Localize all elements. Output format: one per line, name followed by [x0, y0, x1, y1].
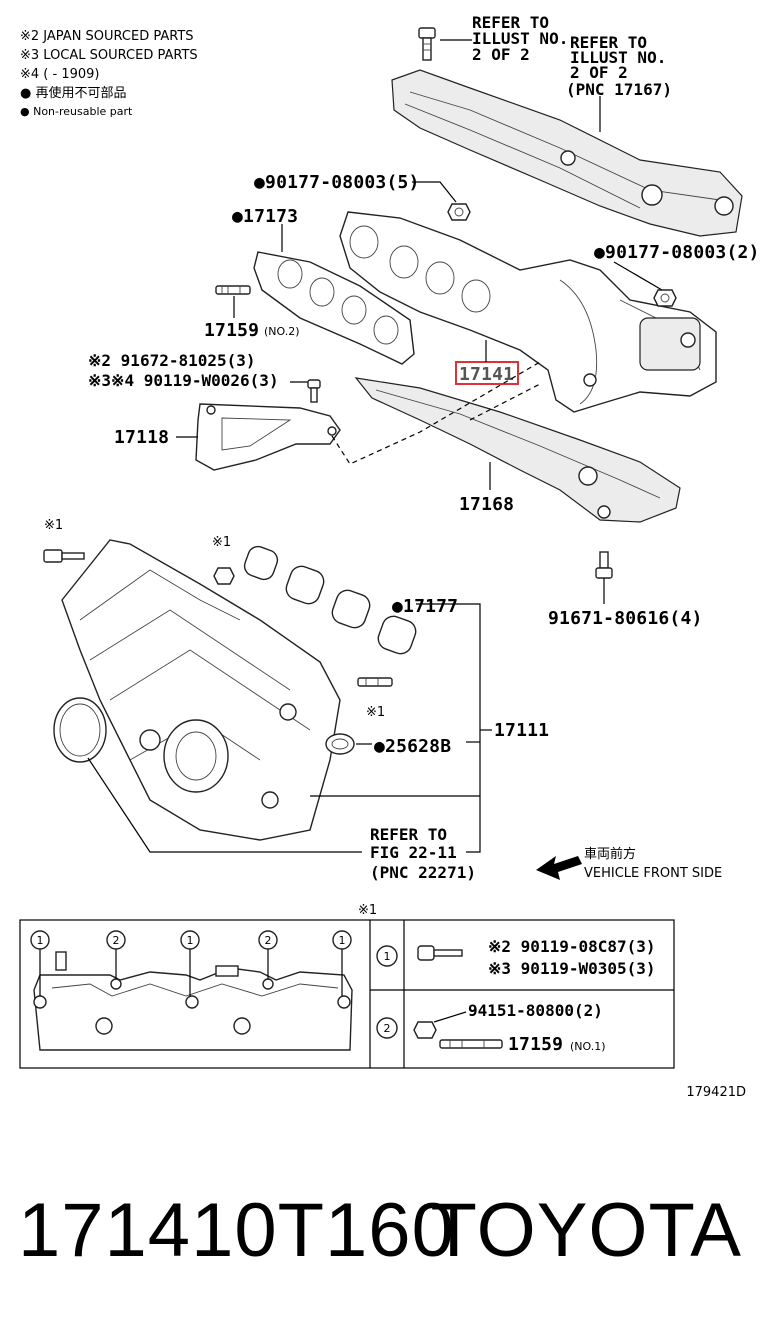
label-bolt-91672: ※2 91672-81025(3)	[88, 351, 256, 370]
label-stud-17159: 17159	[204, 320, 259, 341]
detail-table	[19, 919, 675, 1069]
lower-heat-insulator-illustration	[354, 377, 681, 523]
callout-1a: 1	[37, 934, 44, 947]
label-gasket-17177: ●17177	[392, 596, 458, 617]
row2-circle: 2	[384, 1022, 391, 1035]
ref-illust2-l1: REFER TO	[570, 33, 647, 52]
mark-x1-a: ※1	[44, 518, 63, 533]
row2-part-b: 17159	[508, 1034, 563, 1055]
callout-2b: 2	[265, 934, 272, 947]
upper-heat-insulator-illustration	[391, 69, 743, 237]
callout-1b: 1	[187, 934, 194, 947]
label-bracket-17118: 17118	[114, 427, 169, 448]
ref-fig-l2: FIG 22-11	[370, 843, 457, 862]
legend-local: ※3 LOCAL SOURCED PARTS	[20, 48, 198, 63]
mark-x1-c: ※1	[366, 705, 385, 720]
row1-part-a: ※2 90119-08C87(3)	[488, 937, 656, 956]
label-manifold-17141: 17141	[459, 364, 514, 385]
exhaust-manifold-illustration	[339, 211, 717, 413]
small-gasket-illustration	[325, 733, 355, 755]
mark-x1-b: ※1	[212, 535, 231, 550]
label-gasket-25628b: ●25628B	[374, 736, 451, 757]
legend-nonreuse-jp: ● 再使用不可部品	[20, 85, 126, 101]
legend: ※2 JAPAN SOURCED PARTS ※3 LOCAL SOURCED …	[20, 29, 198, 118]
label-nut-right: ●90177-08003(2)	[594, 242, 760, 263]
bracket-illustration	[195, 403, 341, 471]
nut-top-icon	[447, 203, 471, 221]
row2-part-b-note: (NO.1)	[570, 1040, 606, 1053]
throttle-gasket-illustration	[53, 697, 107, 763]
ref-fig-l1: REFER TO	[370, 825, 447, 844]
ref-illust2-l4: (PNC 17167)	[566, 80, 672, 99]
ref-fig-l3: (PNC 22271)	[370, 863, 476, 882]
front-direction-arrow-icon	[536, 856, 582, 880]
row1-circle: 1	[384, 950, 391, 963]
row2-stud-icon	[439, 1039, 503, 1049]
bolt-small-icon	[307, 379, 321, 403]
callout-1c: 1	[339, 934, 346, 947]
label-bolt-91671: 91671-80616(4)	[548, 608, 703, 629]
exhaust-gasket-illustration	[253, 251, 415, 365]
label-stud-17159-note: (NO.2)	[264, 325, 300, 338]
bolt-91671-icon	[595, 551, 613, 579]
illustration-id: 179421D	[686, 1085, 746, 1100]
callout-markers: 1 2 1 2 1	[30, 930, 352, 996]
direction-en: VEHICLE FRONT SIDE	[584, 866, 722, 881]
legend-date: ※4 ( - 1909)	[20, 67, 99, 82]
label-nut-top: ●90177-08003(5)	[254, 172, 420, 193]
flange-gasket-illustration	[33, 951, 353, 1051]
label-intake-17111: 17111	[494, 720, 549, 741]
label-insulator-17168: 17168	[459, 494, 514, 515]
row1-part-b: ※3 90119-W0305(3)	[488, 959, 656, 978]
row2-part-a: 94151-80800(2)	[468, 1001, 603, 1020]
stud-icon	[215, 285, 251, 295]
intake-stud-icon	[357, 677, 393, 687]
footer-brand: TOYOTA	[431, 1188, 742, 1273]
intake-gasket-illustration	[243, 545, 417, 655]
ref-illust2-l2: ILLUST NO.	[570, 48, 666, 67]
top-bolt-icon	[418, 27, 472, 61]
legend-japan: ※2 JAPAN SOURCED PARTS	[20, 29, 194, 44]
label-gasket-17173: ●17173	[232, 206, 298, 227]
legend-nonreuse-en: ● Non-reusable part	[20, 105, 133, 118]
callout-2a: 2	[113, 934, 120, 947]
label-bolt-90119: ※3※4 90119-W0026(3)	[88, 371, 279, 390]
footer-part-number: 171410T160	[18, 1188, 455, 1273]
row2-nut-icon	[413, 1021, 437, 1039]
nut-right-icon	[653, 289, 677, 307]
intake-bolt-icon	[43, 549, 85, 563]
ref-illust1-l1: REFER TO	[472, 13, 549, 32]
mark-x1-d: ※1	[358, 903, 377, 918]
row1-bolt-icon	[417, 945, 463, 961]
ref-illust1-l2: ILLUST NO.	[472, 29, 568, 48]
direction-jp: 車両前方	[584, 846, 636, 862]
intake-manifold-illustration	[61, 539, 341, 841]
ref-illust1-l3: 2 OF 2	[472, 45, 530, 64]
highlight-box-17141	[455, 361, 519, 385]
ref-illust2-l3: 2 OF 2	[570, 63, 628, 82]
intake-nut-icon	[213, 567, 235, 585]
